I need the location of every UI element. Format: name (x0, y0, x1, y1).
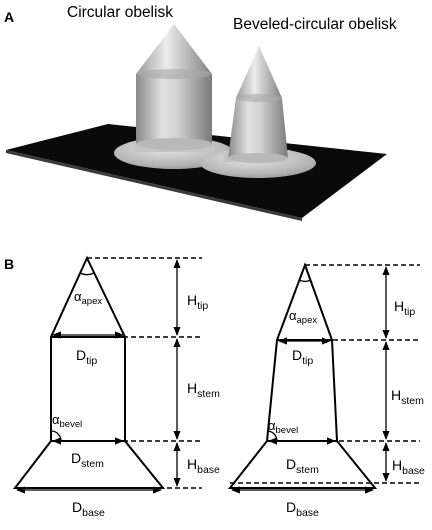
beveled-d-tip: Dtip (292, 347, 313, 367)
circular-d-stem: Dstem (71, 450, 104, 470)
beveled-h-stem: Hstem (391, 387, 424, 407)
beveled-bevel-angle-arc (267, 430, 278, 442)
circular-alpha-apex: αapex (74, 289, 102, 307)
apex-angle-arc (79, 272, 95, 276)
circular-h-stem: Hstem (187, 380, 220, 400)
beveled-outline (227, 262, 378, 489)
circular-outline (12, 255, 166, 489)
panel-b-letter: B (4, 256, 14, 272)
beveled-h-base: Hbase (392, 457, 425, 477)
circular-d-base: Dbase (72, 499, 105, 519)
beveled-obelisk-3d (200, 46, 316, 178)
circular-alpha-bevel: αbevel (52, 412, 82, 430)
substrate-plate (6, 124, 387, 218)
circular-d-tip: Dtip (76, 347, 97, 367)
circular-h-base: Hbase (187, 456, 220, 476)
beveled-obelisk-schematic: αapex Dtip αbevel Dstem Dbase Htip Hstem… (227, 262, 425, 519)
panel-a: A Circular obelisk Beveled-circular obel… (4, 4, 397, 221)
beveled-alpha-bevel: αbevel (268, 418, 298, 436)
beveled-d-base: Dbase (286, 499, 319, 519)
beveled-d-stem: Dstem (286, 456, 319, 476)
panel-a-letter: A (4, 9, 14, 25)
substrate-plate-edge (6, 150, 302, 221)
beveled-h-tip: Htip (394, 298, 415, 318)
circular-h-tip: Htip (187, 292, 208, 312)
beveled-alpha-apex: αapex (289, 308, 317, 326)
circular-obelisk-schematic: αapex Dtip αbevel Dstem Dbase Htip Hstem… (12, 255, 220, 519)
circular-obelisk-3d (114, 24, 234, 169)
beveled-apex-angle-arc (298, 279, 312, 282)
bevel-angle-arc (50, 430, 62, 442)
beveled-obelisk-title: Beveled-circular obelisk (233, 16, 397, 33)
circular-obelisk-title: Circular obelisk (67, 4, 173, 21)
